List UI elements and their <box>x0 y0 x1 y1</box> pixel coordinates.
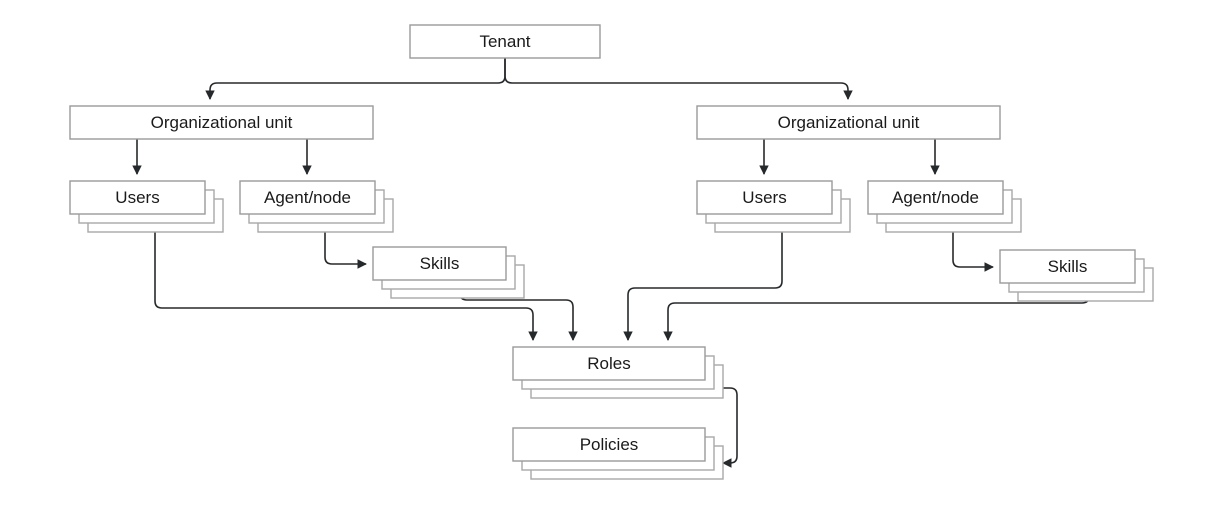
node-skills-left-label: Skills <box>420 254 460 273</box>
edge-skills-left-to-roles <box>459 292 578 341</box>
node-users-right[interactable]: Users <box>696 180 851 233</box>
node-agent-node-right-label: Agent/node <box>892 188 979 207</box>
edge-skills-right-to-roles <box>663 295 1090 341</box>
node-users-right-label: Users <box>742 188 786 207</box>
node-skills-right-label: Skills <box>1048 257 1088 276</box>
node-skills-right[interactable]: Skills <box>999 249 1154 302</box>
node-roles-label: Roles <box>587 354 630 373</box>
node-org-unit-right-label: Organizational unit <box>778 113 920 132</box>
edge-users-right-to-roles <box>623 232 783 341</box>
node-org-unit-left-label: Organizational unit <box>151 113 293 132</box>
node-policies-label: Policies <box>580 435 639 454</box>
node-skills-left[interactable]: Skills <box>372 246 525 299</box>
stack-layer-front <box>372 246 507 281</box>
node-users-left[interactable]: Users <box>69 180 224 233</box>
node-tenant-label: Tenant <box>479 32 530 51</box>
edge-tenant-to-org-unit-right <box>504 58 853 100</box>
node-roles[interactable]: Roles <box>512 346 724 399</box>
edge-agent-node-left-to-skills-left <box>324 232 367 269</box>
node-org-unit-left[interactable]: Organizational unit <box>69 105 374 140</box>
node-policies[interactable]: Policies <box>512 427 724 480</box>
stack-layer-front <box>867 180 1004 215</box>
node-org-unit-right[interactable]: Organizational unit <box>696 105 1001 140</box>
node-agent-node-right[interactable]: Agent/node <box>867 180 1022 233</box>
edge-agent-node-right-to-skills-right <box>952 232 994 272</box>
node-users-left-label: Users <box>115 188 159 207</box>
edge-users-left-to-roles <box>154 232 538 341</box>
node-agent-node-left[interactable]: Agent/node <box>239 180 394 233</box>
stack-layer-front <box>239 180 376 215</box>
node-tenant[interactable]: Tenant <box>409 24 601 59</box>
edge-roles-to-policies <box>714 387 738 468</box>
edge-tenant-to-org-unit-left <box>205 58 506 100</box>
stack-layer-front <box>512 346 706 381</box>
stack-layer-front <box>999 249 1136 284</box>
stack-layer-front <box>696 180 833 215</box>
stack-layer-front <box>69 180 206 215</box>
node-agent-node-left-label: Agent/node <box>264 188 351 207</box>
stack-layer-front <box>512 427 706 462</box>
